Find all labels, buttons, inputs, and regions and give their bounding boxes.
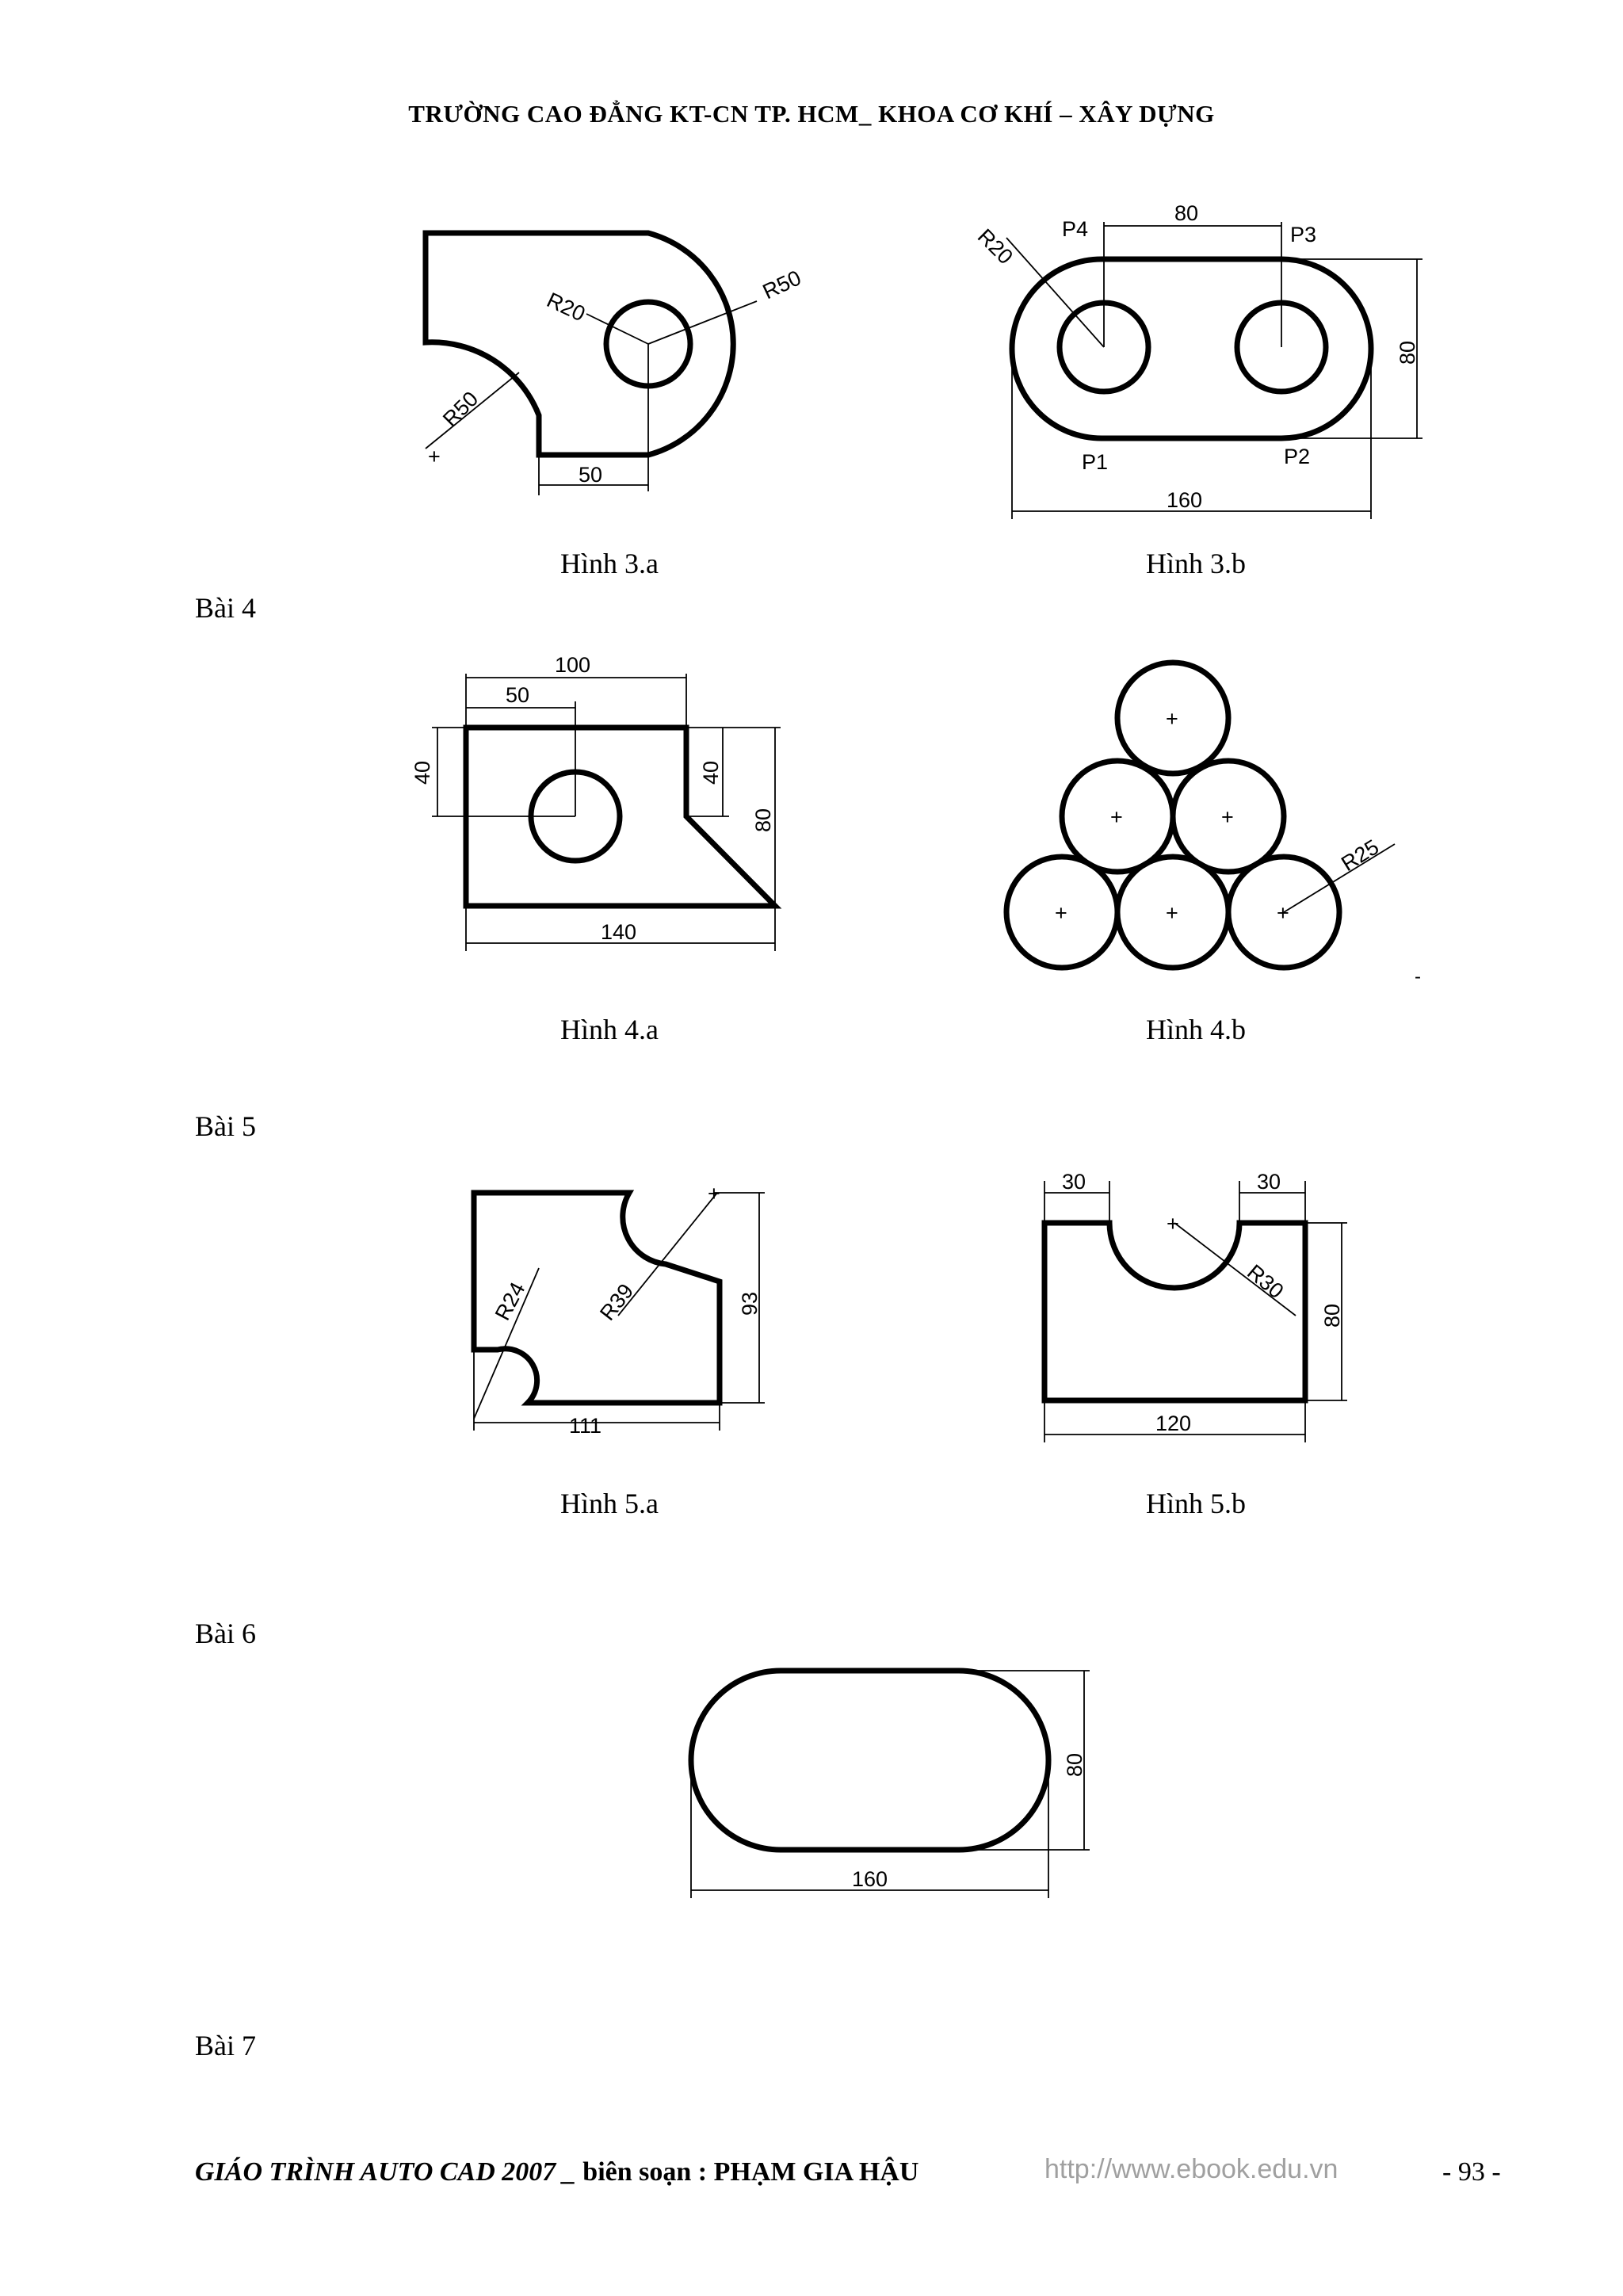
fig3b-label-160: 160 bbox=[1167, 488, 1202, 512]
fig4a-dimensions bbox=[432, 674, 781, 951]
fig5b-label-120: 120 bbox=[1155, 1412, 1191, 1435]
svg-text:+: + bbox=[1110, 805, 1123, 829]
fig5a-label-93: 93 bbox=[738, 1292, 762, 1316]
fig5a-outline bbox=[471, 1190, 723, 1406]
fig5a-label-111: 111 bbox=[569, 1414, 601, 1438]
fig4a-label-140: 140 bbox=[601, 920, 636, 944]
svg-text:+: + bbox=[1221, 805, 1234, 829]
footer-url-link[interactable]: http://www.ebook.edu.vn bbox=[1044, 2154, 1338, 2184]
fig4a-label-40-right: 40 bbox=[699, 761, 723, 785]
fig5b-label-30-left: 30 bbox=[1062, 1170, 1086, 1194]
fig4b-circles bbox=[1003, 659, 1342, 971]
section-bai-7: Bài 7 bbox=[195, 2030, 256, 2061]
fig3a-label-50: 50 bbox=[579, 463, 602, 487]
footer-book-title: GIÁO TRÌNH AUTO CAD 2007 bbox=[195, 2157, 556, 2187]
fig5a-dimensions: + bbox=[473, 1182, 765, 1431]
section-bai-5: Bài 5 bbox=[195, 1110, 256, 1142]
fig4a-label-50: 50 bbox=[506, 683, 529, 707]
footer-author-prefix: biên soạn : bbox=[582, 2157, 714, 2187]
fig3b-label-p4: P4 bbox=[1062, 217, 1088, 241]
fig3b-label-p1: P1 bbox=[1082, 450, 1108, 474]
fig3b-label-80-top: 80 bbox=[1174, 201, 1198, 225]
fig5b-dimensions: + bbox=[1044, 1181, 1347, 1442]
svg-text:-: - bbox=[1415, 966, 1421, 988]
section-bai-4: Bài 4 bbox=[195, 592, 256, 624]
fig5b-outline bbox=[1041, 1220, 1308, 1404]
caption-fig3b: Hình 3.b bbox=[1146, 548, 1246, 579]
caption-fig4b: Hình 4.b bbox=[1146, 1014, 1246, 1045]
footer-title: GIÁO TRÌNH AUTO CAD 2007 _ biên soạn : P… bbox=[195, 2157, 918, 2187]
page-header: TRƯỜNG CAO ĐẲNG KT-CN TP. HCM_ KHOA CƠ K… bbox=[408, 100, 1215, 128]
fig3b-label-p3: P3 bbox=[1290, 223, 1316, 246]
fig3b-label-80-right: 80 bbox=[1396, 341, 1419, 365]
fig5b-label-30-right: 30 bbox=[1257, 1170, 1281, 1194]
svg-text:+: + bbox=[1055, 901, 1067, 925]
caption-fig5b: Hình 5.b bbox=[1146, 1488, 1246, 1519]
fig4b-centers: + + + + + + - bbox=[1055, 707, 1421, 988]
svg-text:+: + bbox=[1166, 901, 1178, 925]
svg-text:+: + bbox=[428, 445, 441, 468]
caption-fig5a: Hình 5.a bbox=[560, 1488, 659, 1519]
section-bai-6: Bài 6 bbox=[195, 1618, 256, 1649]
page-number: - 93 - bbox=[1442, 2157, 1501, 2187]
fig6-label-80: 80 bbox=[1063, 1753, 1086, 1777]
svg-text:+: + bbox=[1167, 1212, 1179, 1236]
caption-fig3a: Hình 3.a bbox=[560, 548, 659, 579]
fig4a-label-80: 80 bbox=[751, 808, 775, 832]
svg-text:+: + bbox=[708, 1182, 720, 1205]
fig3a-dimensions: + bbox=[425, 300, 758, 495]
fig6-label-160: 160 bbox=[852, 1867, 888, 1891]
fig3b-label-p2: P2 bbox=[1284, 445, 1310, 468]
caption-fig4a: Hình 4.a bbox=[560, 1014, 659, 1045]
fig4a-label-100: 100 bbox=[555, 653, 590, 677]
fig6-outline bbox=[688, 1668, 1052, 1853]
fig4a-label-40-left: 40 bbox=[411, 761, 434, 785]
fig5b-label-80: 80 bbox=[1320, 1304, 1344, 1328]
fig6-dimensions bbox=[690, 1670, 1090, 1898]
svg-text:+: + bbox=[1166, 707, 1178, 731]
footer-separator: _ bbox=[556, 2157, 583, 2187]
fig3b-dimensions bbox=[1006, 222, 1423, 519]
svg-text:+: + bbox=[1277, 901, 1289, 925]
footer-author: PHẠM GIA HẬU bbox=[713, 2157, 919, 2187]
